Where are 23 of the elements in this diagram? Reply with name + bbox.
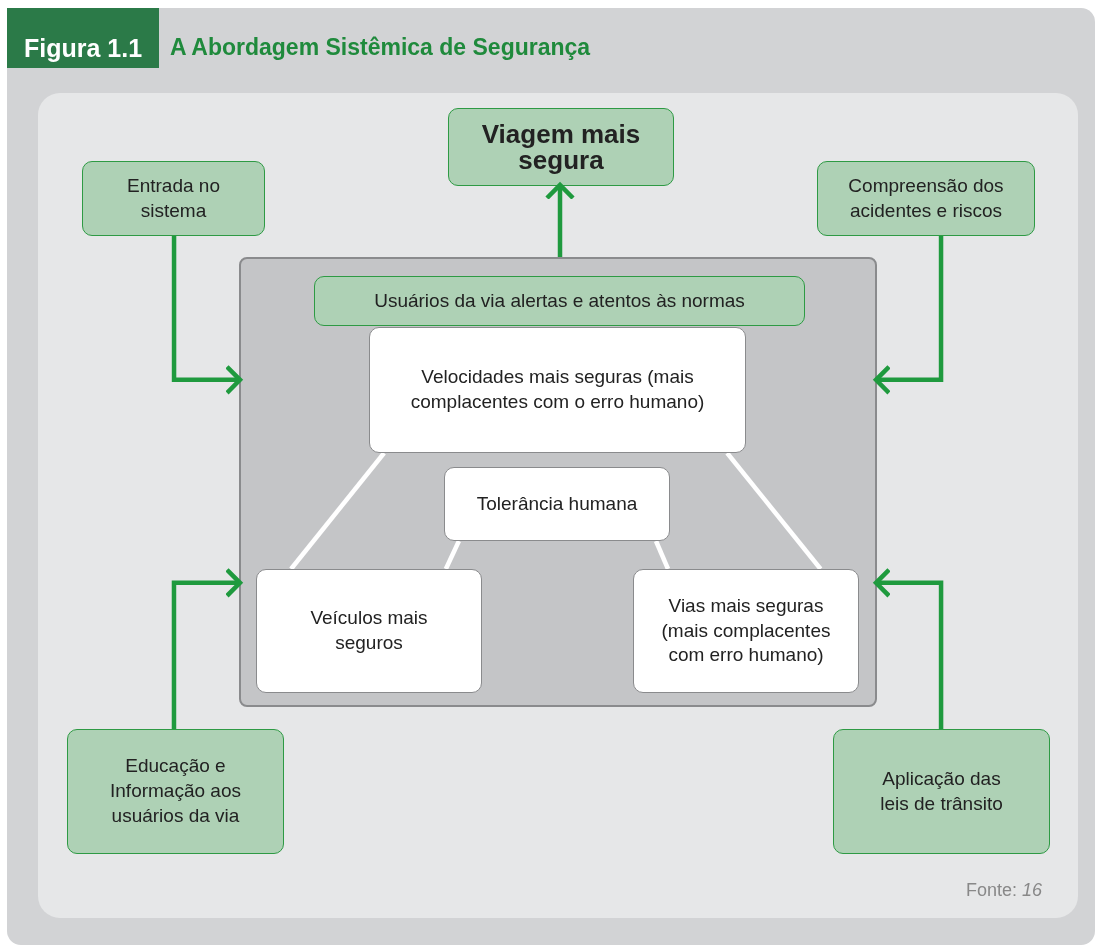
- source-caption: Fonte: 16: [966, 880, 1043, 901]
- connector-line: [289, 451, 386, 571]
- connector-line: [443, 540, 461, 570]
- process-box: Usuários da via alertas e atentos às normas: [314, 276, 805, 326]
- connector-line: [725, 451, 823, 571]
- figure-number-tab: Figura 1.1: [7, 8, 159, 68]
- figure-title: A Abordagem Sistêmica de Segurança: [170, 34, 591, 61]
- arrow: [873, 567, 944, 729]
- process-box: Velocidades mais seguras (mais complacentes com o erro humano): [369, 327, 746, 453]
- process-box: Aplicação das leis de trânsito: [833, 729, 1050, 854]
- process-box: Educação e Informação aos usuários da via: [67, 729, 284, 854]
- arrow: [171, 567, 243, 729]
- process-box: Vias mais seguras (mais complacentes com erro humano): [633, 569, 859, 693]
- system-box: [239, 257, 877, 707]
- process-box: Entrada no sistema: [82, 161, 265, 236]
- process-box: Veículos mais seguros: [256, 569, 482, 693]
- process-box: Compreensão dos acidentes e riscos: [817, 161, 1035, 236]
- arrow: [171, 236, 243, 396]
- connector-line: [653, 540, 671, 570]
- arrow: [544, 182, 576, 257]
- arrow: [873, 236, 944, 396]
- process-box: Viagem mais segura: [448, 108, 674, 186]
- process-box: Tolerância humana: [444, 467, 670, 541]
